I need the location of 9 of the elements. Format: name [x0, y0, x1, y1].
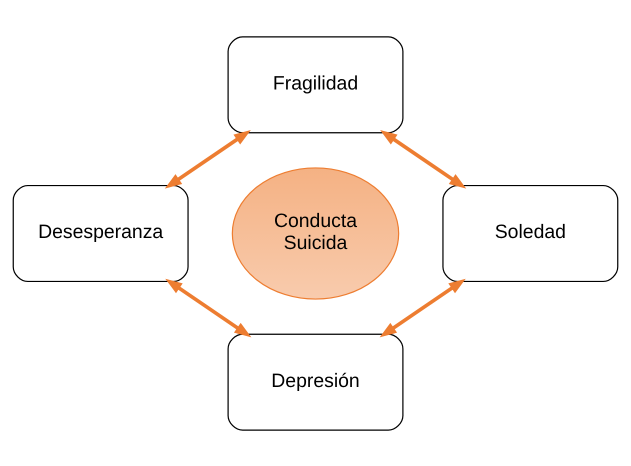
arrow	[380, 278, 466, 337]
arrow	[165, 278, 252, 337]
node-box: Soledad	[442, 184, 618, 282]
node-ellipse: Conducta Suicida	[232, 166, 400, 300]
arrow	[380, 130, 466, 188]
node-box: Fragilidad	[228, 36, 404, 133]
node-box: Desesperanza	[12, 184, 189, 282]
arrow	[164, 130, 251, 188]
node-box: Depresión	[228, 333, 404, 430]
